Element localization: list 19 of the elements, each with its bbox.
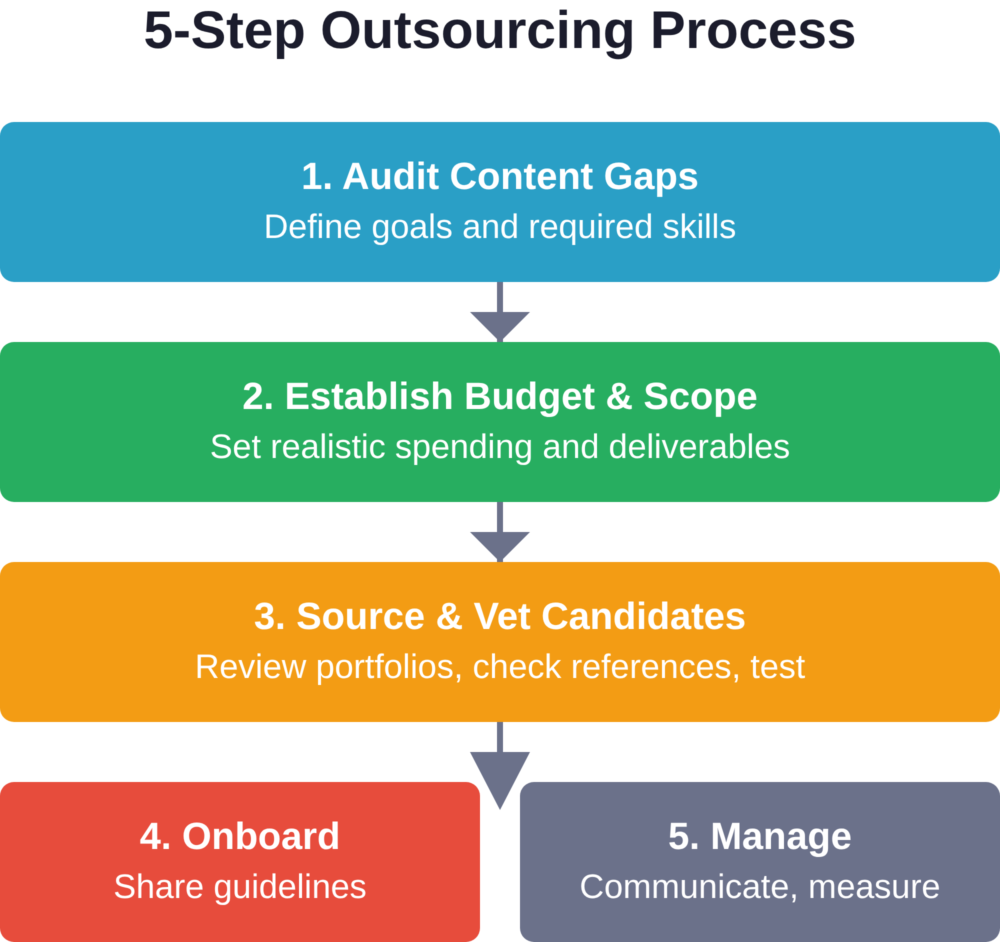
process-box <box>0 782 480 942</box>
step-title: 3. Source & Vet Candidates <box>254 595 746 640</box>
step-description: Review portfolios, check references, test <box>194 647 806 688</box>
step-title: 1. Audit Content Gaps <box>301 155 699 200</box>
arrow <box>470 502 530 562</box>
process-box <box>0 342 1000 502</box>
step-title: 4. Onboard <box>140 815 340 860</box>
step-description: Communicate, measure <box>580 867 940 908</box>
process-box <box>0 122 1000 282</box>
arrow <box>470 722 530 810</box>
process-box <box>520 782 1000 942</box>
process-box <box>0 562 1000 722</box>
step-description: Define goals and required skills <box>264 207 736 248</box>
step-title: 5. Manage <box>668 815 852 860</box>
step-description: Share guidelines <box>113 867 367 908</box>
step-description: Set realistic spending and deliverables <box>210 427 790 468</box>
arrow <box>470 282 530 342</box>
diagram-title: 5-Step Outsourcing Process <box>144 0 856 62</box>
step-title: 2. Establish Budget & Scope <box>242 375 758 420</box>
